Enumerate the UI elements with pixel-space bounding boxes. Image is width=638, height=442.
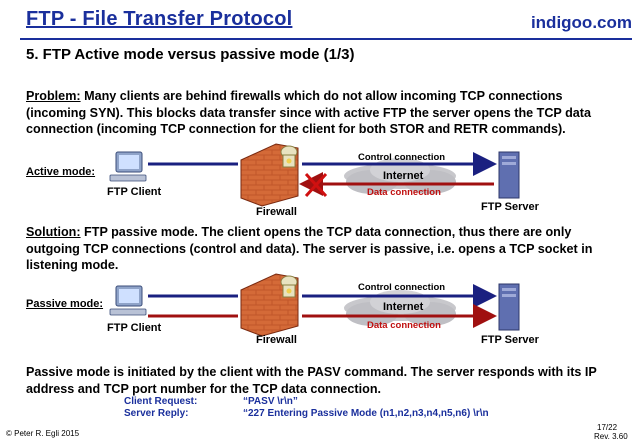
problem-lead: Problem: bbox=[26, 89, 81, 103]
passive-server-icon bbox=[498, 283, 520, 331]
solution-text: FTP passive mode. The client opens the T… bbox=[26, 225, 593, 272]
passive-server-label: FTP Server bbox=[481, 334, 539, 346]
slide-title: 5. FTP Active mode versus passive mode (… bbox=[26, 46, 355, 63]
header-divider bbox=[20, 38, 632, 40]
solution-lead: Solution: bbox=[26, 225, 81, 239]
footer-page-number: 17/22 bbox=[597, 423, 618, 432]
passive-firewall-label: Firewall bbox=[256, 334, 297, 346]
passive-mode-label: Passive mode: bbox=[26, 298, 104, 310]
active-mode-label: Active mode: bbox=[26, 166, 96, 178]
active-client-label: FTP Client bbox=[107, 186, 162, 198]
conclusion-paragraph: Passive mode is initiated by the client … bbox=[26, 365, 597, 396]
passive-client-label: FTP Client bbox=[107, 322, 162, 334]
brand-logo-text[interactable]: indigoo.com bbox=[530, 13, 632, 32]
active-control-label: Control connection bbox=[358, 152, 446, 163]
problem-text: Many clients are behind firewalls which … bbox=[26, 89, 592, 136]
active-server-label: FTP Server bbox=[481, 201, 539, 213]
passive-client-computer-icon bbox=[109, 285, 147, 316]
passive-firewall-icon bbox=[240, 273, 299, 337]
footer-copyright: © Peter R. Egli 2015 bbox=[6, 429, 80, 438]
problem-paragraph: Problem: Many clients are behind firewal… bbox=[26, 88, 626, 138]
client-request-value: “PASV \r\n” bbox=[243, 396, 298, 407]
blocked-cross-icon bbox=[304, 172, 328, 198]
active-client-computer-icon bbox=[109, 151, 147, 182]
footer-revision: Rev. 3.60 bbox=[594, 432, 628, 441]
header-title: FTP - File Transfer Protocol bbox=[26, 8, 293, 30]
passive-internet-label: Internet bbox=[383, 301, 424, 313]
passive-control-label: Control connection bbox=[358, 282, 446, 293]
client-request-label: Client Request: bbox=[124, 396, 198, 407]
solution-paragraph: Solution: FTP passive mode. The client o… bbox=[26, 224, 626, 274]
active-data-label: Data connection bbox=[367, 187, 441, 198]
passive-data-label: Data connection bbox=[367, 320, 441, 331]
server-reply-value: “227 Entering Passive Mode (n1,n2,n3,n4,… bbox=[243, 408, 489, 419]
active-server-icon bbox=[498, 151, 520, 199]
active-firewall-icon bbox=[240, 143, 299, 207]
server-reply-label: Server Reply: bbox=[124, 408, 189, 419]
active-internet-label: Internet bbox=[383, 170, 424, 182]
active-firewall-label: Firewall bbox=[256, 206, 297, 218]
